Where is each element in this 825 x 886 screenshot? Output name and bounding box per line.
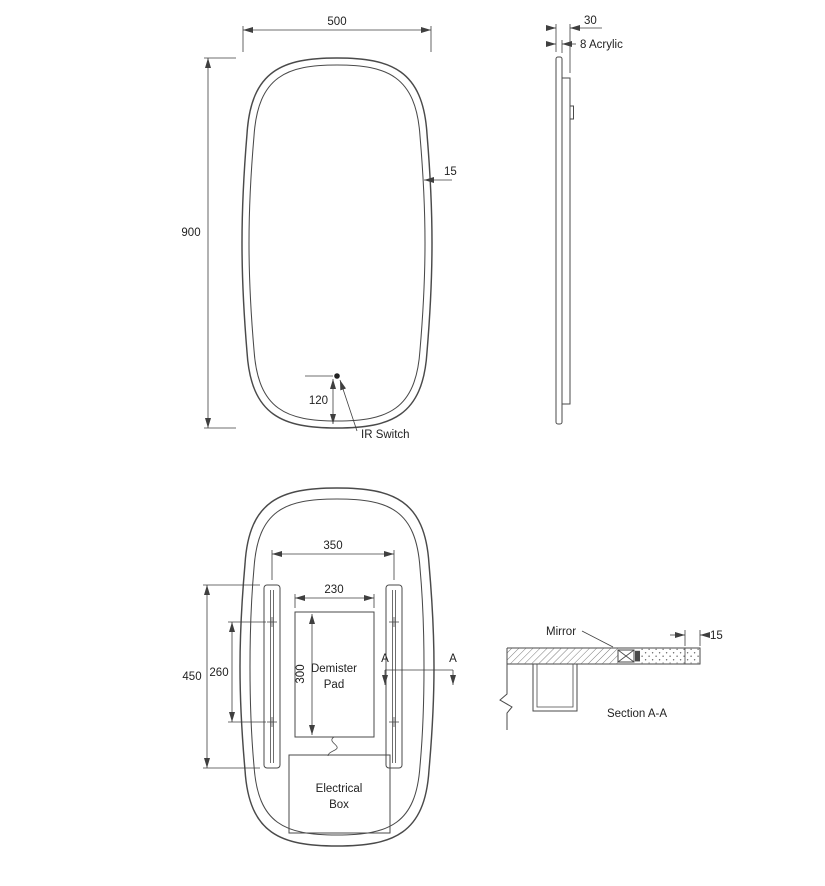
ir-switch-label: IR Switch	[361, 429, 410, 441]
leader-line	[581, 630, 614, 648]
dim-label-hole-spacing: 260	[209, 667, 228, 679]
hanging-rail-left	[263, 584, 281, 769]
bracket-section	[532, 664, 578, 712]
ir-switch-callout: 120 IR Switch	[305, 373, 410, 441]
frame-profile-section	[617, 649, 640, 663]
seal-block	[635, 650, 640, 662]
dim-pad-width: 230	[294, 584, 375, 608]
acrylic-stipple	[641, 648, 700, 664]
bracket-inner	[536, 664, 574, 708]
demister-pad-label-line2: Pad	[324, 679, 344, 691]
leader-line	[339, 379, 358, 432]
screw-hole-cross	[267, 717, 277, 727]
electrical-box-label-line1: Electrical	[316, 783, 363, 795]
dim-pad-height: 300	[295, 614, 315, 735]
bracket-profile	[569, 105, 574, 120]
acrylic-label: 8 Acrylic	[580, 39, 623, 51]
demister-pad-label-line1: Demister	[311, 663, 357, 675]
side-view: 30 8 Acrylic	[546, 15, 623, 425]
mirror-label: Mirror	[546, 626, 576, 638]
dim-label-bracket-span: 350	[323, 540, 342, 552]
backing-profile	[562, 77, 571, 405]
back-view: 350 450 260 Demister Pad 230 300	[182, 487, 457, 847]
dim-edge-band: 15	[670, 630, 723, 646]
dim-label-width: 500	[327, 16, 346, 28]
dim-label-edge: 15	[710, 630, 723, 642]
glass-hatch	[507, 648, 618, 664]
dim-bracket-length: 450	[182, 584, 260, 769]
break-line	[499, 648, 513, 730]
hanging-rail-right	[385, 584, 403, 769]
dim-label-pad-width: 230	[324, 584, 343, 596]
demister-wire	[327, 736, 338, 757]
dim-label-height: 900	[181, 227, 200, 239]
section-cut-markers: A A	[381, 653, 457, 685]
dim-label-frame: 15	[444, 166, 457, 178]
dim-hole-spacing: 260	[209, 621, 266, 723]
dim-label-bracket-length: 450	[182, 671, 201, 683]
dim-label-depth: 30	[584, 15, 597, 27]
screw-hole-cross	[389, 617, 399, 627]
dim-overall-height: 900	[181, 57, 236, 429]
rail-outline	[385, 584, 403, 769]
electrical-box-label-line2: Box	[329, 799, 349, 811]
dim-acrylic: 8 Acrylic	[546, 39, 623, 53]
section-letter-right: A	[449, 653, 457, 665]
dim-bracket-span: 350	[271, 540, 395, 580]
section-caption: Section A-A	[607, 708, 667, 720]
mirror-outer-outline	[241, 57, 433, 429]
dim-overall-width: 500	[242, 16, 432, 52]
dim-label-pad-height: 300	[295, 664, 307, 683]
mirror-inner-outline	[248, 64, 426, 422]
bracket-outer	[532, 664, 578, 712]
section-view: Mirror 15 Section A-A	[499, 626, 723, 730]
profile-diagonal	[617, 649, 635, 663]
dim-label-switch-offset: 120	[309, 395, 328, 407]
front-view: 500 900 15 120 IR Switch	[181, 16, 456, 441]
screw-hole-cross	[389, 717, 399, 727]
section-letter-left: A	[381, 653, 389, 665]
dim-frame-inset: 15	[424, 166, 457, 183]
electrical-box-outline	[288, 754, 391, 834]
ir-switch-dot	[334, 373, 340, 379]
rail-outline	[263, 584, 281, 769]
mirror-inner-outline-back	[249, 498, 425, 836]
mirror-outer-outline-back	[239, 487, 435, 847]
acrylic-panel-profile	[555, 56, 563, 425]
screw-hole-cross	[267, 617, 277, 627]
demister-pad-outline	[294, 611, 375, 738]
mirror-section-outline	[507, 647, 701, 665]
dim-depth: 30	[546, 15, 602, 73]
